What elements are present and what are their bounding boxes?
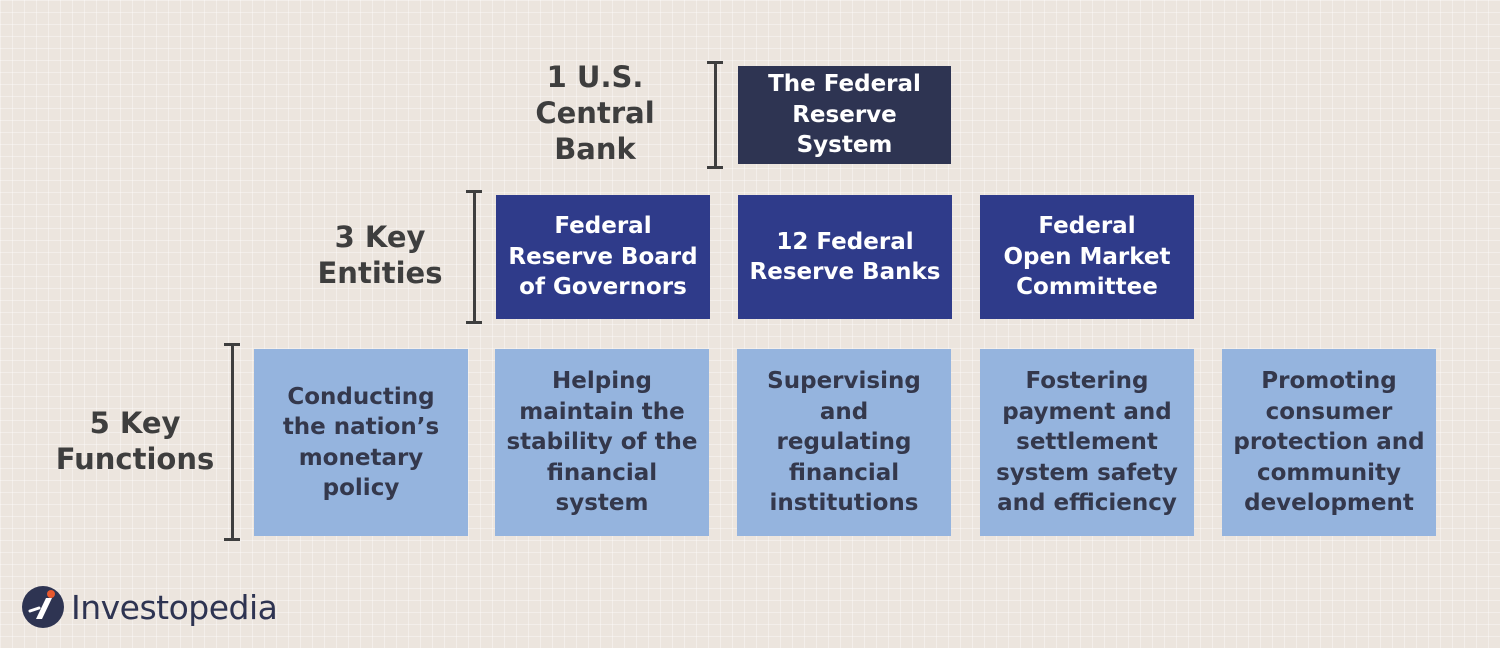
function-box-consumer-protection: Promoting consumer protection and commun… [1222,349,1436,536]
bracket-cap-bottom [224,538,240,541]
tier-label-functions: 5 Key Functions [55,406,215,476]
bracket-entities [466,190,482,324]
entity-box-board-of-governors: Federal Reserve Board of Governors [496,195,710,319]
federal-reserve-system-box: The Federal Reserve System [738,66,951,164]
entity-box-fomc: Federal Open Market Committee [980,195,1194,319]
bracket-functions [224,343,240,541]
bracket-cap-bottom [466,321,482,324]
investopedia-logo: Investopedia [22,585,278,629]
bracket-central-bank [707,61,723,169]
function-box-monetary-policy: Conducting the nation’s monetary policy [254,349,468,536]
tier-label-central-bank: 1 U.S. Central Bank [535,60,655,166]
entity-box-reserve-banks: 12 Federal Reserve Banks [738,195,952,319]
function-box-financial-stability: Helping maintain the stability of the fi… [495,349,709,536]
bracket-stem [231,343,234,541]
bracket-stem [473,190,476,324]
bracket-cap-bottom [707,166,723,169]
bracket-stem [714,61,717,169]
function-box-supervision: Supervising and regulating financial ins… [737,349,951,536]
investopedia-i-icon [22,586,64,628]
function-box-payment-settlement: Fostering payment and settlement system … [980,349,1194,536]
logo-wordmark: Investopedia [71,587,278,627]
tier-label-entities: 3 Key Entities [317,220,443,290]
